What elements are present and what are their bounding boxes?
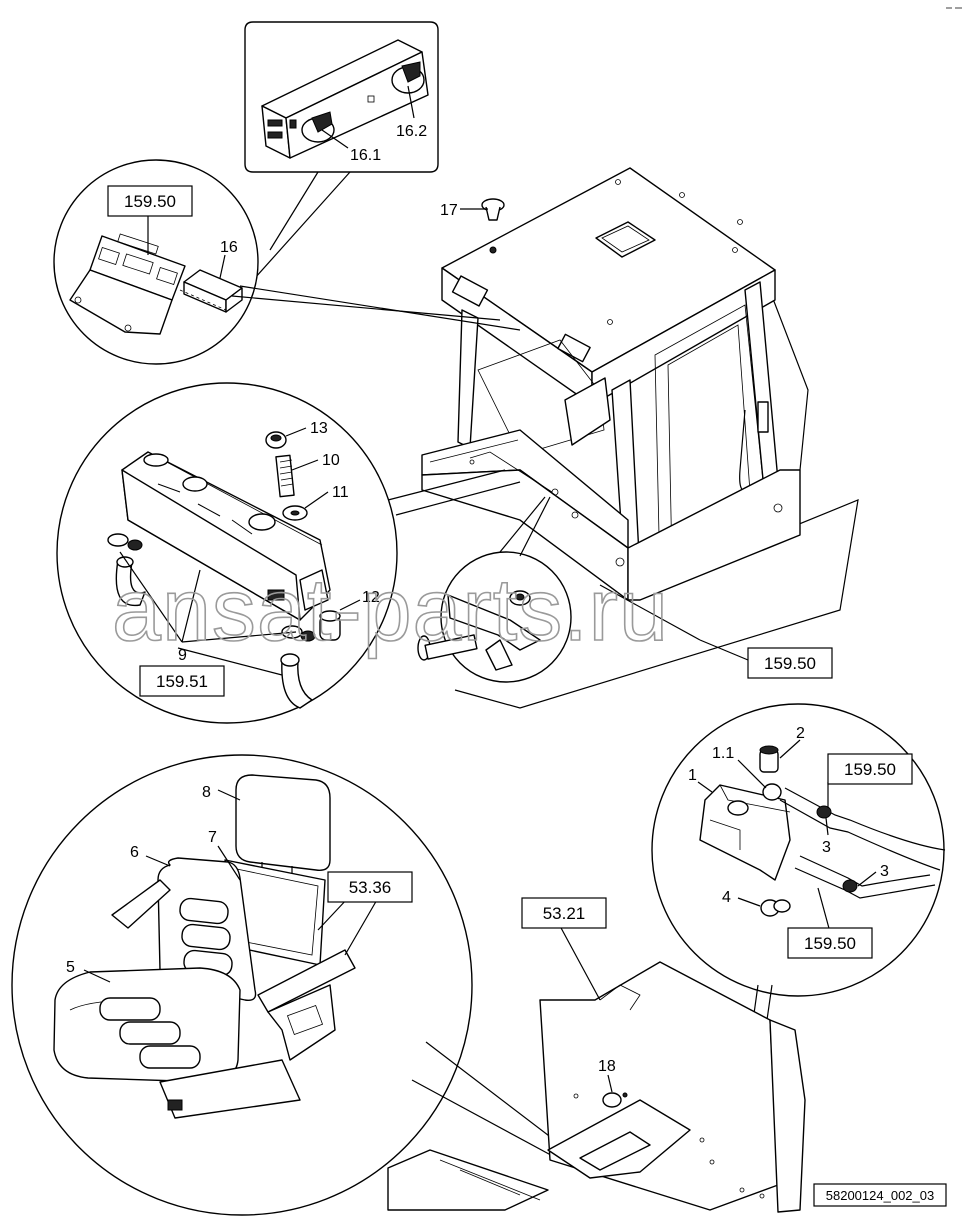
callout-1: 1 bbox=[688, 767, 697, 784]
detail-seat bbox=[11, 754, 473, 1216]
ref-box-53-21: 53.21 bbox=[521, 897, 607, 929]
callout-16: 16 bbox=[220, 239, 238, 256]
ref-label: 53.36 bbox=[349, 878, 392, 897]
callout-6: 6 bbox=[130, 844, 139, 861]
ref-box-159-51: 159.51 bbox=[139, 665, 225, 697]
callout-11: 11 bbox=[332, 484, 349, 501]
detail-panel-cover bbox=[53, 159, 259, 365]
callout-9: 9 bbox=[178, 647, 187, 664]
watermark: ansat-parts.ru bbox=[112, 560, 669, 659]
detail-bolt bbox=[417, 496, 572, 683]
callout-4: 4 bbox=[722, 889, 731, 906]
callout-2: 2 bbox=[796, 725, 805, 742]
cab-assembly bbox=[421, 167, 859, 709]
callout-17: 17 bbox=[440, 202, 458, 219]
callout-16-1: 16.1 bbox=[350, 147, 381, 164]
callout-12: 12 bbox=[362, 589, 380, 606]
callout-10: 10 bbox=[322, 452, 340, 469]
detail-heater bbox=[56, 382, 398, 724]
callout-5: 5 bbox=[66, 959, 75, 976]
callout-1-1: 1.1 bbox=[712, 745, 734, 762]
detail-control-panel bbox=[244, 21, 439, 173]
callout-3-b: 3 bbox=[880, 863, 889, 880]
callout-3-a: 3 bbox=[822, 839, 831, 856]
callout-16-2: 16.2 bbox=[396, 123, 427, 140]
ref-label: 159.50 bbox=[804, 934, 856, 953]
drawing-id: 58200124_002_03 bbox=[826, 1188, 934, 1203]
ref-label: 159.51 bbox=[156, 672, 208, 691]
callout-18: 18 bbox=[598, 1058, 616, 1075]
chassis-frame bbox=[387, 961, 806, 1213]
ref-label: 159.50 bbox=[844, 760, 896, 779]
ref-box-53-36: 53.36 bbox=[327, 871, 413, 903]
ref-label: 159.50 bbox=[764, 654, 816, 673]
ref-box-159-50-washer-top: 159.50 bbox=[827, 753, 913, 785]
callout-13: 13 bbox=[310, 420, 328, 437]
ref-box-159-50-cab: 159.50 bbox=[747, 647, 833, 679]
callout-7: 7 bbox=[208, 829, 217, 846]
ref-box-159-50-washer-bottom: 159.50 bbox=[787, 927, 873, 959]
ref-label: 159.50 bbox=[124, 192, 176, 211]
callout-8: 8 bbox=[202, 784, 211, 801]
ref-box-159-50-top: 159.50 bbox=[107, 185, 193, 217]
ref-label: 53.21 bbox=[543, 904, 586, 923]
